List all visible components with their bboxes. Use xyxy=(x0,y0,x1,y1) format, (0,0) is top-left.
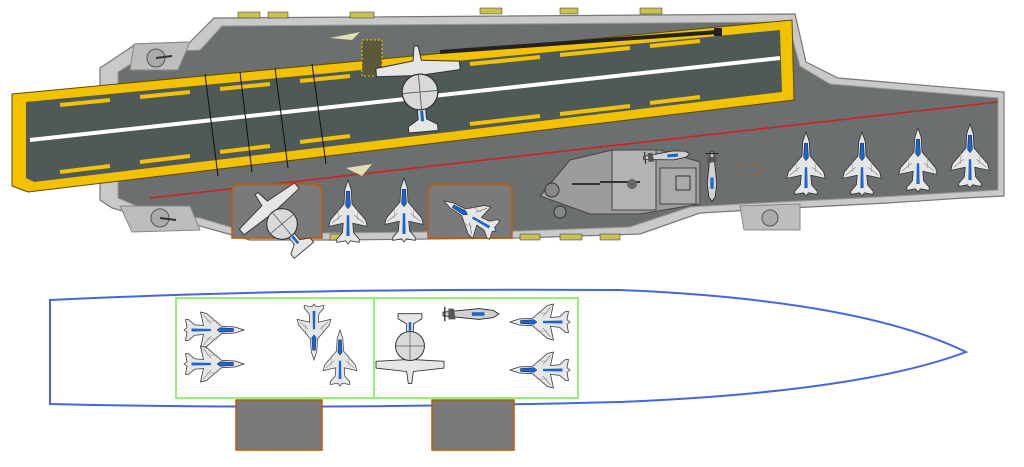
arresting-wires xyxy=(204,63,327,177)
flight-deck-view xyxy=(11,7,1005,241)
aircraft-elevator-icon xyxy=(431,399,515,451)
hangar-bay-forward xyxy=(373,297,579,399)
island-superstructure-icon xyxy=(539,149,701,219)
angled-runway xyxy=(26,30,782,182)
gun-mount-icon xyxy=(150,208,177,228)
deck-hatch xyxy=(361,39,383,77)
deck-hatch xyxy=(735,163,761,175)
catapult-track-icon xyxy=(439,28,722,54)
foul-line xyxy=(149,101,999,199)
aircraft-elevator-icon xyxy=(235,399,323,451)
gun-mount-icon xyxy=(146,48,173,68)
hangar-deck-view xyxy=(49,288,969,451)
hangar-hull-outline xyxy=(49,288,969,408)
runway-edge-marks xyxy=(59,39,701,174)
deck-marking xyxy=(346,164,372,176)
deck-marking xyxy=(330,32,360,40)
gun-mount-icon xyxy=(761,209,779,227)
